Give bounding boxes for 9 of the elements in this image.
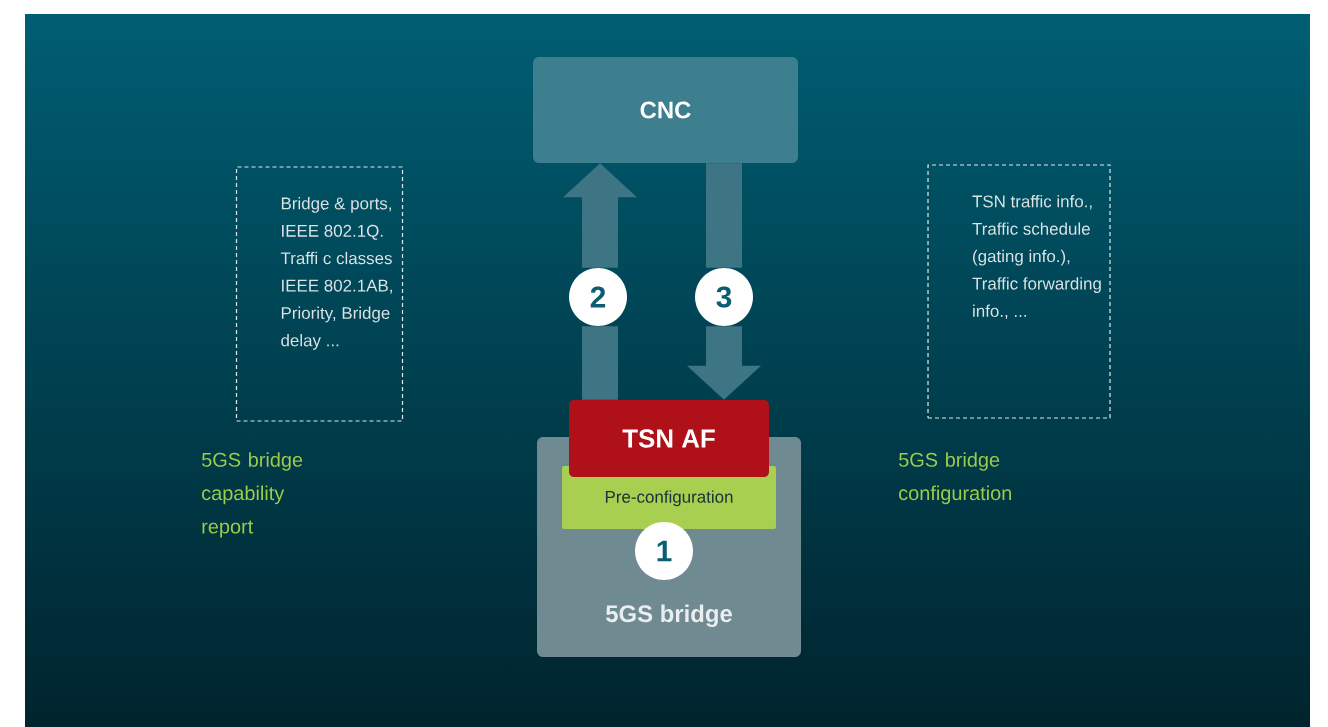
caption-text: 5GS bridge configuration: [899, 452, 1011, 505]
cnc-box: CNC: [533, 57, 798, 163]
info-box: Bridge & ports, IEEE 802.1Q. Traffi c classes IEEE 802.1AB, Priority, Bridge delay ...: [235, 166, 404, 422]
step-number: 1: [635, 522, 693, 580]
step-number: 3: [695, 268, 753, 326]
function-box: TSN AF: [569, 400, 769, 477]
caption-text: 5GS bridge capability report: [202, 452, 303, 538]
step-number: 2: [569, 268, 627, 326]
info-box: TSN traffic info., Traffic schedule (gating info.), Traffic forwarding info., ...: [927, 164, 1111, 419]
